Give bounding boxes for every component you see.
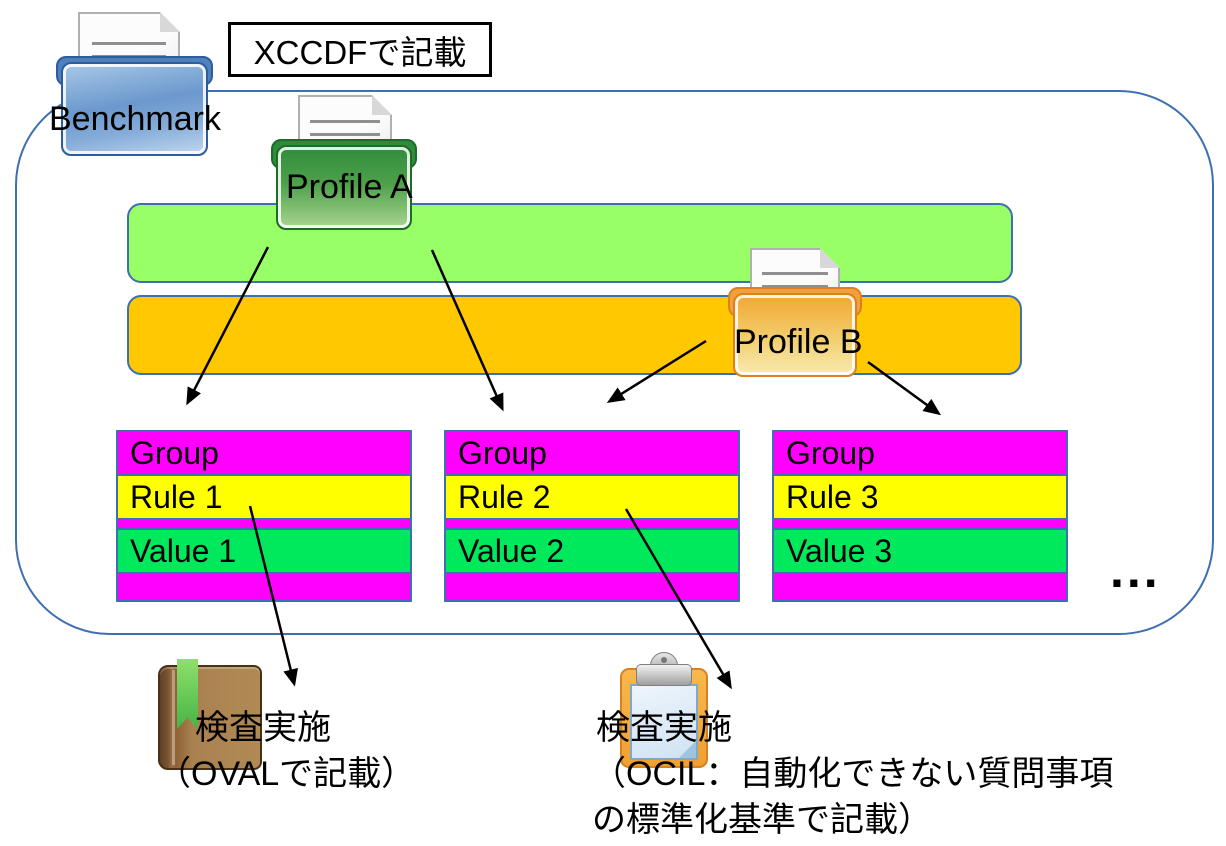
ocil-note-line1: 検査実施 — [596, 709, 732, 747]
book-icon — [158, 665, 262, 770]
more-groups-ellipsis: ... — [1110, 542, 1161, 598]
group-header-row: Group — [772, 430, 1068, 476]
rule-row: Rule 2 — [444, 474, 740, 520]
group-box-1: Group Rule 1 Value 1 — [116, 430, 412, 602]
group-box-3: Group Rule 3 Value 3 — [772, 430, 1068, 602]
ocil-note-line2: （OCIL：自動化できない質問事項 — [592, 755, 1114, 793]
bookmark-ribbon-icon — [177, 659, 198, 729]
value-label: Value 2 — [458, 533, 565, 569]
value-row: Value 1 — [116, 528, 412, 574]
blue-folder-icon — [61, 62, 208, 156]
value-row: Value 2 — [444, 528, 740, 574]
group-header-row: Group — [116, 430, 412, 476]
book-spine-icon — [172, 670, 175, 765]
orange-folder-icon — [733, 293, 857, 377]
group-header-label: Group — [786, 435, 875, 471]
rule-row: Rule 1 — [116, 474, 412, 520]
rule-row: Rule 3 — [772, 474, 1068, 520]
document-fold-icon — [160, 12, 180, 32]
group-header-row: Group — [444, 430, 740, 476]
clipboard-clip-hole-icon — [661, 657, 667, 663]
group-header-label: Group — [130, 435, 219, 471]
value-label: Value 3 — [786, 533, 893, 569]
clipboard-clip-bar-icon — [636, 664, 692, 686]
group-box-2: Group Rule 2 Value 2 — [444, 430, 740, 602]
clipboard-paper-icon — [630, 684, 698, 760]
oval-note-line1: 検査実施 — [195, 709, 331, 747]
ocil-note-line3: の標準化基準で記載） — [592, 801, 932, 839]
rule-label: Rule 2 — [458, 479, 551, 515]
profile-b-label: Profile B — [734, 323, 863, 361]
profile-a-bar — [127, 203, 1013, 283]
green-folder-icon — [276, 145, 412, 230]
benchmark-label: Benchmark — [49, 100, 221, 138]
profile-b-bar — [127, 295, 1022, 375]
value-label: Value 1 — [130, 533, 237, 569]
value-row: Value 3 — [772, 528, 1068, 574]
rule-label: Rule 3 — [786, 479, 879, 515]
xccdf-note-label: XCCDFで記載 — [253, 33, 467, 71]
footer-row — [772, 572, 1068, 602]
benchmark-container-outline — [15, 90, 1214, 635]
footer-row — [444, 572, 740, 602]
xccdf-note-box: XCCDFで記載 — [228, 22, 492, 77]
profile-a-label: Profile A — [286, 168, 413, 206]
group-header-label: Group — [458, 435, 547, 471]
footer-row — [116, 572, 412, 602]
rule-label: Rule 1 — [130, 479, 223, 515]
oval-note-line2: （OVALで記載） — [157, 755, 416, 793]
